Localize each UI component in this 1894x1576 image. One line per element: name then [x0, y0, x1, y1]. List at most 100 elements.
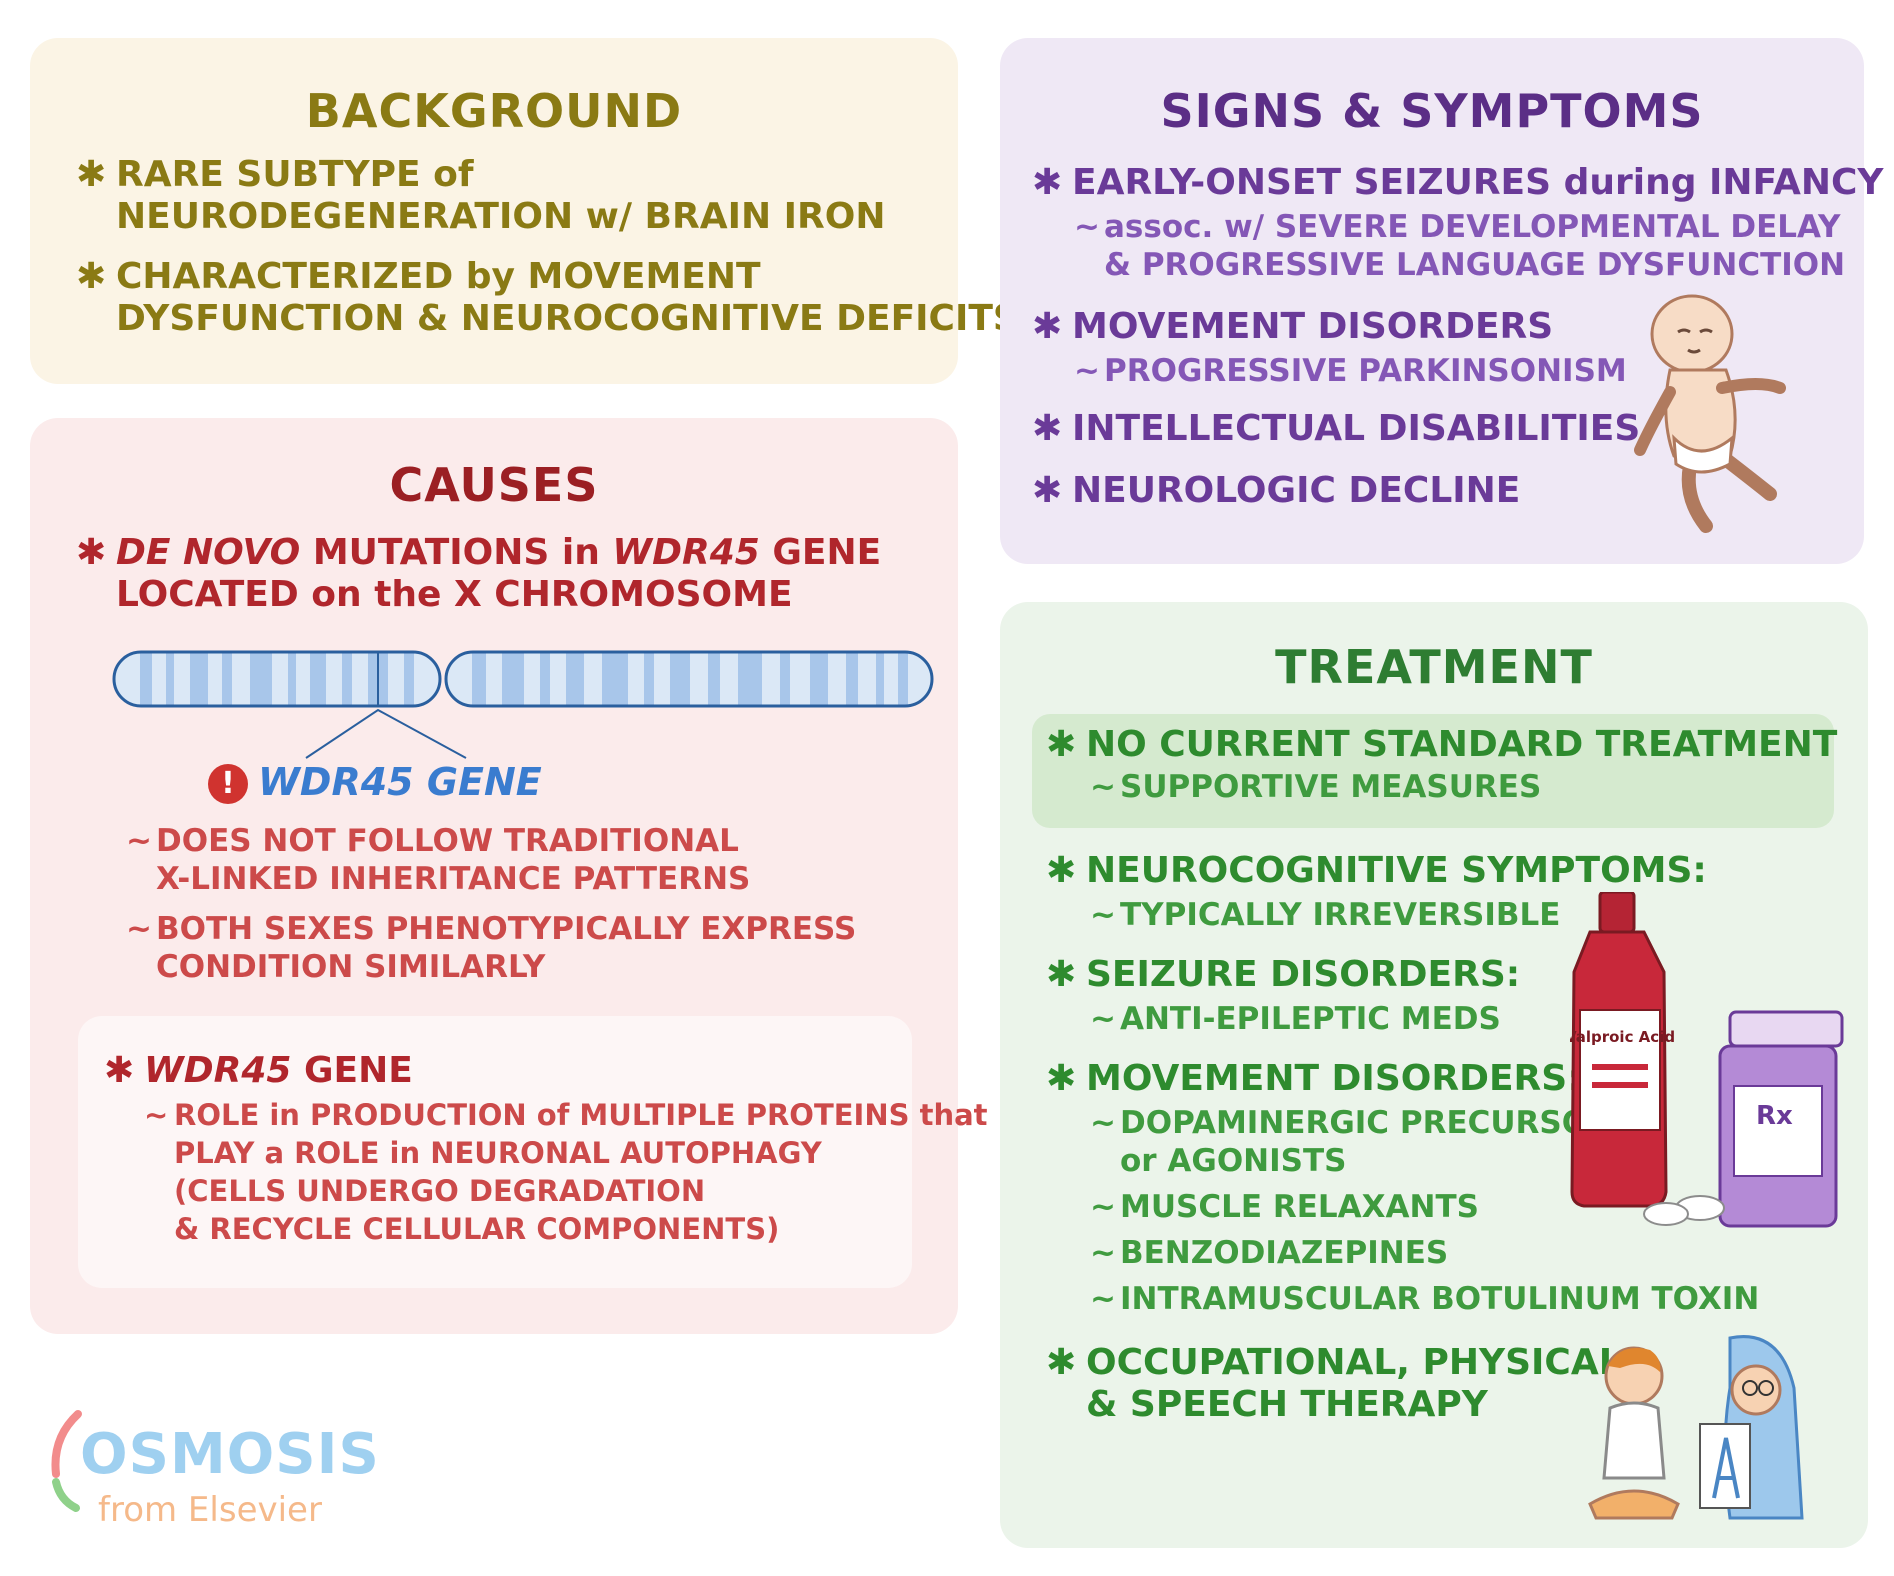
causes-sub-2: ~ BOTH SEXES PHENOTYPICALLY EXPRESS COND…: [126, 910, 857, 986]
gene-text: GENE: [759, 532, 882, 573]
rx-label: Rx: [1756, 1101, 1793, 1131]
sub-line: BENZODIAZEPINES: [1120, 1235, 1449, 1271]
gene-box-gene-text: GENE: [291, 1050, 413, 1091]
treatment-sub-4d: ~ INTRAMUSCULAR BOTULINUM TOXIN: [1090, 1280, 1760, 1318]
tilde-icon: ~: [1090, 1235, 1116, 1271]
signs-bullet-1: ✱ EARLY-ONSET SEIZURES during INFANCY: [1032, 162, 1883, 204]
asterisk-icon: ✱: [1032, 470, 1063, 511]
signs-bullet-4: ✱ NEUROLOGIC DECLINE: [1032, 470, 1521, 512]
alert-icon: !: [208, 764, 248, 804]
asterisk-icon: ✱: [76, 256, 107, 297]
bullet-line: NEURODEGENERATION w/ BRAIN IRON: [116, 196, 886, 237]
bottle-label: Valproic Acid: [1570, 1028, 1675, 1046]
bullet-line: OCCUPATIONAL, PHYSICAL,: [1086, 1342, 1636, 1383]
bullet-text: NO CURRENT STANDARD TREATMENT: [1086, 724, 1838, 765]
asterisk-icon: ✱: [1046, 1058, 1077, 1099]
de-novo-text: DE NOVO: [116, 532, 301, 573]
treatment-sub-4c: ~ BENZODIAZEPINES: [1090, 1234, 1449, 1272]
asterisk-icon: ✱: [104, 1050, 135, 1091]
asterisk-icon: ✱: [76, 154, 107, 195]
treatment-bullet-1: ✱ NO CURRENT STANDARD TREATMENT: [1046, 724, 1838, 766]
sub-line: & PROGRESSIVE LANGUAGE DYSFUNCTION: [1104, 247, 1846, 283]
signs-sub-2: ~ PROGRESSIVE PARKINSONISM: [1074, 352, 1627, 390]
background-bullet-2: ✱ CHARACTERIZED by MOVEMENT DYSFUNCTION …: [76, 256, 1019, 340]
sub-line: INTRAMUSCULAR BOTULINUM TOXIN: [1120, 1281, 1760, 1317]
background-title: BACKGROUND: [305, 84, 683, 138]
sub-line: assoc. w/ SEVERE DEVELOPMENTAL DELAY: [1104, 209, 1841, 245]
signs-panel: SIGNS & SYMPTOMS ✱ EARLY-ONSET SEIZURES …: [1000, 38, 1883, 564]
gene-box-line: PLAY a ROLE in NEURONAL AUTOPHAGY: [174, 1136, 822, 1170]
tilde-icon: ~: [1074, 353, 1100, 389]
logo-subtitle: from Elsevier: [98, 1490, 322, 1530]
treatment-bullet-5: ✱ OCCUPATIONAL, PHYSICAL, & SPEECH THERA…: [1046, 1342, 1636, 1426]
wdr45-gene-callout: ! WDR45 GENE: [208, 760, 542, 804]
tilde-icon: ~: [126, 911, 152, 947]
signs-bullet-3: ✱ INTELLECTUAL DISABILITIES: [1032, 408, 1641, 450]
causes-bullet-1: ✱ DE NOVO MUTATIONS in WDR45 GENE LOCATE…: [76, 532, 882, 616]
chromosome-location-text: LOCATED on the X CHROMOSOME: [116, 574, 793, 615]
causes-panel: CAUSES ✱ DE NOVO MUTATIONS in WDR45 GENE…: [30, 418, 988, 1334]
logo-wordmark: OSMOSIS: [80, 1422, 380, 1487]
bullet-text: NEUROLOGIC DECLINE: [1072, 470, 1521, 511]
signs-bullet-2: ✱ MOVEMENT DISORDERS: [1032, 306, 1554, 348]
gene-box-line: ROLE in PRODUCTION of MULTIPLE PROTEINS …: [174, 1098, 988, 1132]
sub-line: or AGONISTS: [1120, 1143, 1347, 1179]
gene-callout-label: WDR45 GENE: [258, 760, 542, 804]
bullet-line: CHARACTERIZED by MOVEMENT: [116, 256, 761, 297]
tilde-icon: ~: [1074, 209, 1100, 245]
treatment-title: TREATMENT: [1275, 640, 1593, 694]
treatment-sub-3: ~ ANTI-EPILEPTIC MEDS: [1090, 1000, 1501, 1038]
tilde-icon: ~: [1090, 897, 1116, 933]
logo-arc-icon: [51, 1410, 82, 1512]
highlight-box: [1032, 714, 1834, 828]
bullet-line: RARE SUBTYPE of: [116, 154, 474, 195]
background-panel: BACKGROUND ✱ RARE SUBTYPE of NEURODEGENE…: [30, 38, 1019, 384]
causes-title: CAUSES: [389, 458, 599, 512]
tilde-icon: ~: [144, 1098, 169, 1132]
tilde-icon: ~: [126, 823, 152, 859]
asterisk-icon: ✱: [1032, 408, 1063, 449]
sub-line: DOPAMINERGIC PRECURSORS: [1120, 1105, 1635, 1141]
asterisk-icon: ✱: [1032, 306, 1063, 347]
sub-line: CONDITION SIMILARLY: [156, 949, 546, 985]
gene-box-sub: ~ ROLE in PRODUCTION of MULTIPLE PROTEIN…: [144, 1096, 988, 1248]
x-chromosome-illustration: [112, 650, 934, 759]
treatment-sub-1: ~ SUPPORTIVE MEASURES: [1090, 768, 1541, 806]
sub-line: X-LINKED INHERITANCE PATTERNS: [156, 861, 751, 897]
background-bullet-1: ✱ RARE SUBTYPE of NEURODEGENERATION w/ B…: [76, 154, 886, 238]
sub-line: ANTI-EPILEPTIC MEDS: [1120, 1001, 1501, 1037]
sub-line: DOES NOT FOLLOW TRADITIONAL: [156, 823, 739, 859]
wdr45-gene-box: ✱ WDR45 GENE ~ ROLE in PRODUCTION of MUL…: [78, 1016, 988, 1288]
treatment-bullet-4: ✱ MOVEMENT DISORDERS:: [1046, 1058, 1582, 1100]
sub-line: MUSCLE RELAXANTS: [1120, 1189, 1479, 1225]
asterisk-icon: ✱: [1046, 724, 1077, 765]
treatment-panel: TREATMENT ✱ NO CURRENT STANDARD TREATMEN…: [1000, 602, 1868, 1548]
asterisk-icon: ✱: [1046, 850, 1077, 891]
bullet-line: & SPEECH THERAPY: [1086, 1384, 1488, 1425]
signs-title: SIGNS & SYMPTOMS: [1160, 84, 1704, 138]
sub-line: PROGRESSIVE PARKINSONISM: [1104, 353, 1627, 389]
tilde-icon: ~: [1090, 1189, 1116, 1225]
tilde-icon: ~: [1090, 1001, 1116, 1037]
bullet-text: MOVEMENT DISORDERS: [1072, 306, 1554, 347]
gene-box-line: & RECYCLE CELLULAR COMPONENTS): [174, 1212, 780, 1246]
gene-box-heading: ✱ WDR45 GENE: [104, 1050, 413, 1092]
asterisk-icon: ✱: [76, 532, 107, 573]
bullet-line: DYSFUNCTION & NEUROCOGNITIVE DEFICITS: [116, 298, 1019, 339]
osmosis-logo: OSMOSIS from Elsevier: [48, 1404, 379, 1544]
tilde-icon: ~: [1090, 1105, 1116, 1141]
bullet-text: NEUROCOGNITIVE SYMPTOMS:: [1086, 850, 1707, 891]
tilde-icon: ~: [1090, 769, 1116, 805]
treatment-sub-2: ~ TYPICALLY IRREVERSIBLE: [1090, 896, 1560, 934]
mutations-text: MUTATIONS in: [300, 532, 613, 573]
therapy-illustration: [1588, 1335, 1804, 1520]
tilde-icon: ~: [1090, 1281, 1116, 1317]
gene-box-line: (CELLS UNDERGO DEGRADATION: [174, 1174, 706, 1208]
treatment-bullet-2: ✱ NEUROCOGNITIVE SYMPTOMS:: [1046, 850, 1707, 892]
treatment-sub-4b: ~ MUSCLE RELAXANTS: [1090, 1188, 1479, 1226]
bullet-text: SEIZURE DISORDERS:: [1086, 954, 1521, 995]
sub-line: BOTH SEXES PHENOTYPICALLY EXPRESS: [156, 911, 857, 947]
gene-name-text: WDR45: [612, 532, 760, 573]
bullet-text: INTELLECTUAL DISABILITIES: [1072, 408, 1641, 449]
medication-illustration: Valproic Acid Rx: [1570, 892, 1844, 1228]
